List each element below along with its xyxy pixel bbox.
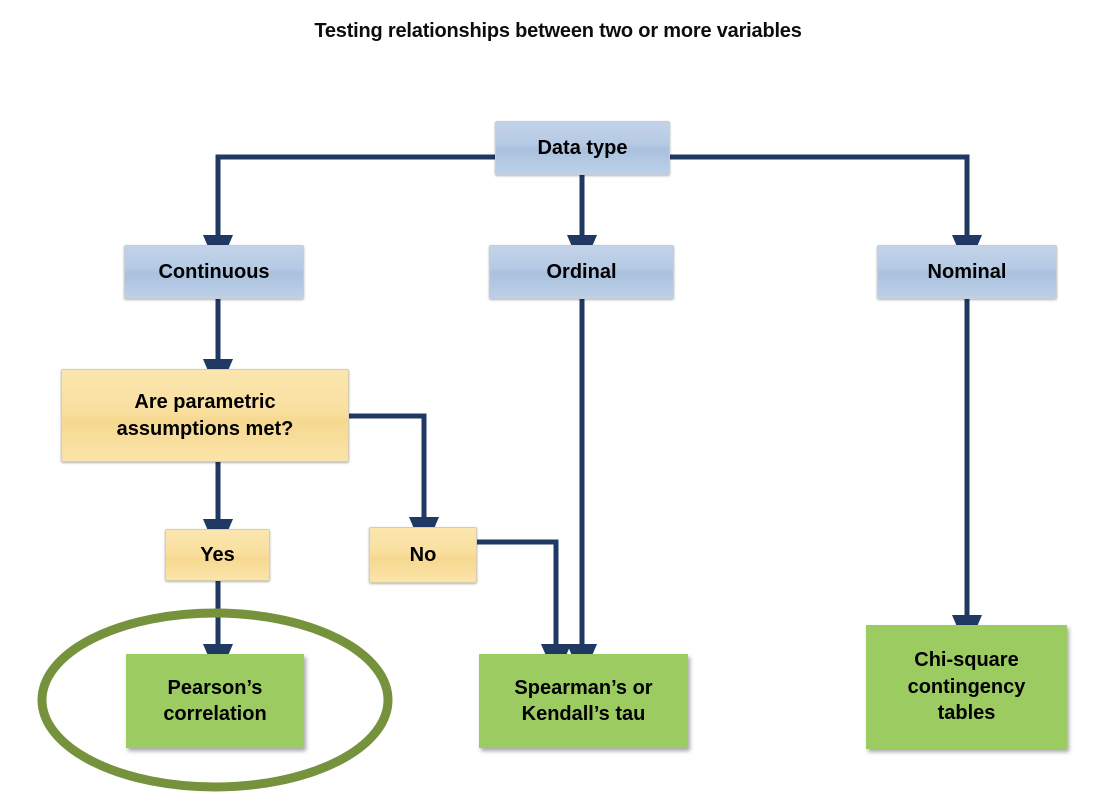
node-continuous-label: Continuous bbox=[158, 260, 270, 283]
node-data-type-label: Data type bbox=[537, 136, 628, 159]
edge-no-spearman bbox=[477, 539, 571, 679]
node-nominal-label: Nominal bbox=[927, 260, 1007, 283]
edge-datatype-continuous bbox=[203, 154, 495, 270]
node-ordinal[interactable]: Ordinal bbox=[489, 245, 674, 299]
page-title: Testing relationships between two or mor… bbox=[314, 20, 802, 42]
node-nominal[interactable]: Nominal bbox=[877, 245, 1057, 299]
node-ordinal-label: Ordinal bbox=[546, 260, 617, 283]
node-no-label: No bbox=[409, 543, 437, 566]
node-yes[interactable]: Yes bbox=[165, 529, 270, 581]
edge-parametric-no bbox=[349, 413, 439, 552]
node-data-type[interactable]: Data type bbox=[495, 121, 670, 175]
node-continuous[interactable]: Continuous bbox=[124, 245, 304, 299]
node-no[interactable]: No bbox=[369, 527, 477, 583]
node-yes-label: Yes bbox=[200, 543, 235, 566]
edge-datatype-nominal bbox=[670, 154, 982, 270]
highlight-ellipse bbox=[37, 608, 393, 792]
